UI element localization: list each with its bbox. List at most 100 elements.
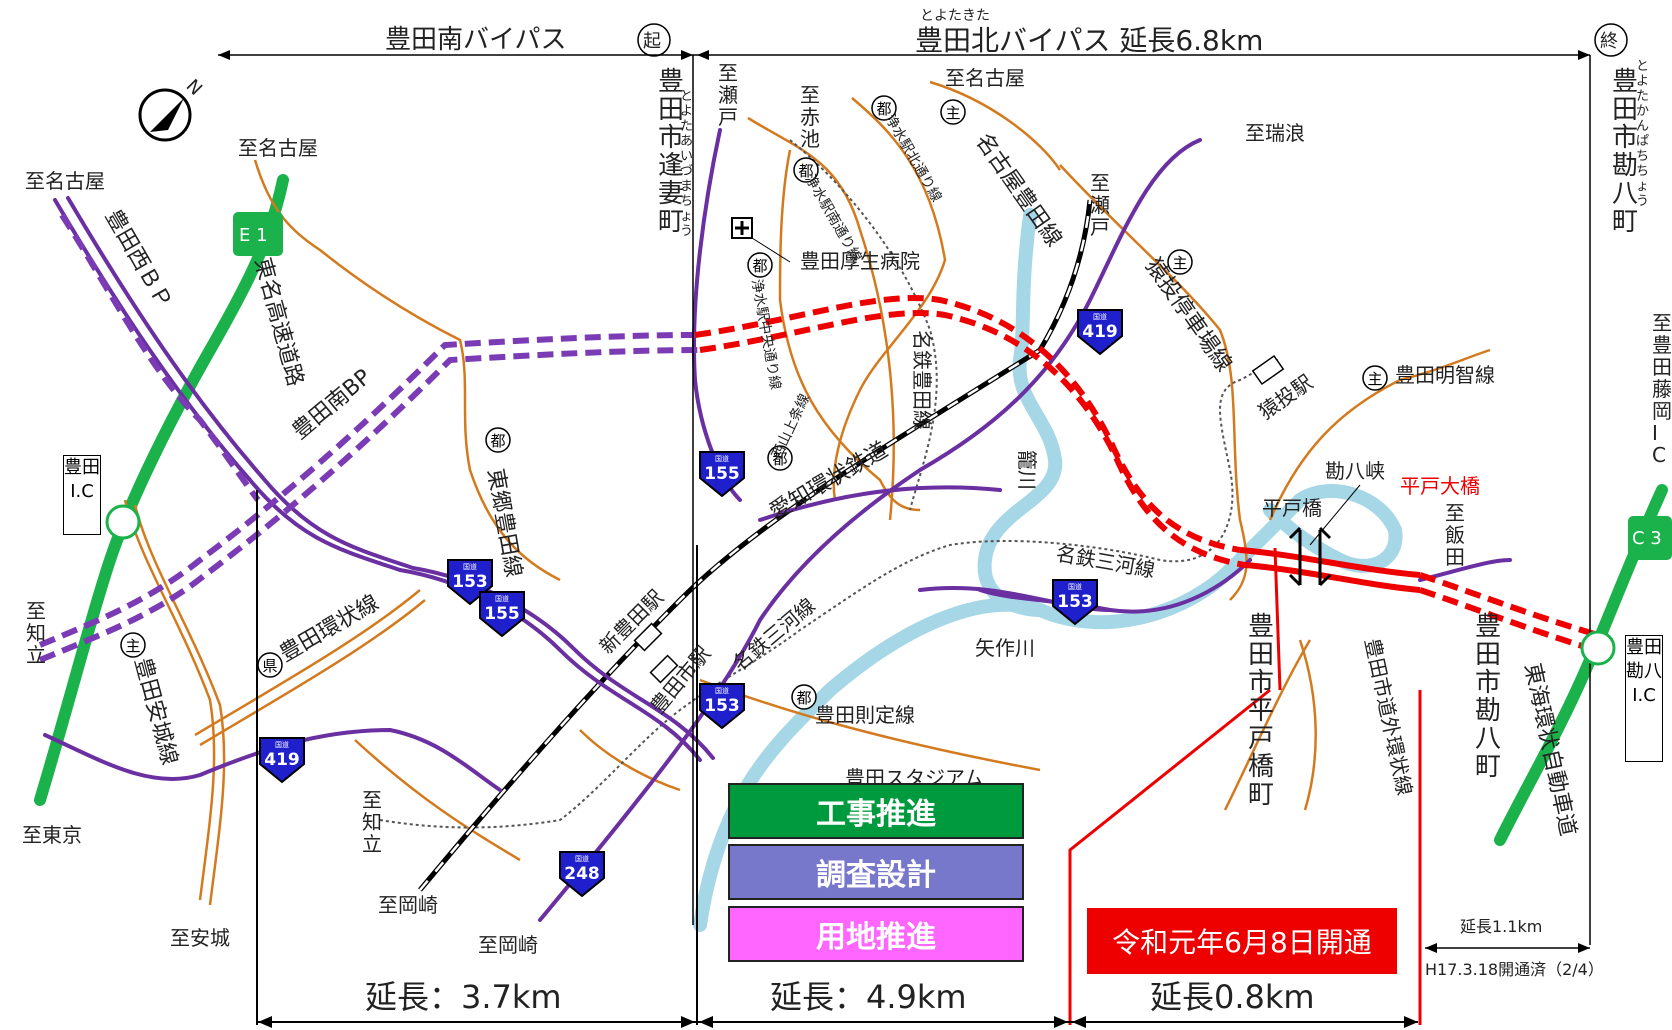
bridge-icon	[1288, 484, 1361, 587]
legend-survey-label: 調査設計	[816, 858, 936, 893]
route-number: 155	[484, 604, 520, 624]
to-akaike-label: 至赤池	[800, 83, 820, 151]
hospital-label: 豊田厚生病院	[800, 249, 920, 273]
north-bp-ruby: とよたきた	[920, 8, 990, 24]
to-nagoya-1: 至名古屋	[238, 136, 318, 160]
toyota-nishi-bp-label: 豊田西ＢＰ	[100, 206, 177, 314]
route-number: 419	[1082, 322, 1118, 342]
toyota-kita-bp-opened	[1068, 547, 1422, 1025]
segment-arrows	[218, 50, 1590, 1028]
start-mark: 起	[643, 31, 661, 52]
opened-label: 令和元年6月8日開通	[1112, 926, 1372, 959]
toyota-ic-box: 豊田I.C	[63, 455, 101, 535]
to-mizunami: 至瑞浪	[1245, 121, 1305, 145]
road-class-mark-icon: 都	[767, 445, 793, 471]
compass-icon	[138, 88, 192, 142]
road-class-mark: 都	[490, 432, 505, 450]
toyota-minami-bp	[38, 213, 701, 663]
shin-toyota-station-icon	[633, 622, 663, 652]
to-chiryu-1-label: 至知立	[26, 599, 46, 667]
to-chiryu-2-label: 至知立	[362, 788, 382, 856]
hiratobashi-label: 平戸橋	[1262, 496, 1322, 520]
to-okazaki-1: 至岡崎	[378, 893, 438, 917]
to-nagoya-3: 至名古屋	[945, 66, 1025, 90]
route-number: 155	[704, 464, 740, 484]
compass-label: N	[182, 75, 206, 99]
road-class-mark-icon: 主	[940, 99, 966, 125]
legend-construction-label: 工事推進	[816, 797, 936, 832]
road-class-mark: 都	[798, 162, 813, 180]
rail-aichi-kanjo	[418, 199, 1093, 892]
local-roads	[123, 80, 1491, 906]
toyota-meichi-label: 豊田明智線	[1395, 363, 1495, 387]
toyota-ic-icon	[105, 504, 141, 540]
road-class-mark-icon: 主	[1167, 249, 1193, 275]
kanpachi-ic-label: 豊田勘八I.C	[1626, 637, 1662, 706]
meitetsu-mikawa-1: 名鉄三河線	[1054, 541, 1157, 582]
seg2-label: 延長：4.9km	[770, 978, 967, 1016]
road-class-mark-icon: 主	[120, 632, 146, 658]
e1-badge	[233, 212, 283, 256]
yahagi-label: 矢作川	[975, 636, 1035, 660]
route-tag: 国道	[495, 594, 509, 603]
meitetsu-toyota-label: 名鉄豊田線	[910, 330, 934, 430]
road-class-mark-icon: 主	[1362, 365, 1388, 391]
kagokawa-label: 籠川	[1015, 450, 1039, 490]
to-seto-2-label: 至瀬戸	[1090, 171, 1110, 239]
river-yahagi	[693, 208, 1403, 932]
road-class-mark-icon: 都	[793, 157, 819, 183]
seg4-label: 延長1.1km	[1460, 917, 1542, 936]
route-number: 153	[452, 572, 488, 592]
opened-badge: 令和元年6月8日開通	[1087, 908, 1397, 974]
route-number: 419	[264, 750, 300, 770]
start-town-label: 豊田市逢妻町	[658, 67, 684, 237]
kanpachi-ic-icon	[1580, 630, 1616, 666]
seg3-label: 延長0.8km	[1150, 978, 1315, 1016]
road-class-mark: 都	[772, 450, 787, 468]
north-bp-title: 豊田北バイパス 延長6.8km	[915, 24, 1263, 57]
route-tag: 国道	[575, 854, 589, 863]
road-class-mark: 主	[1172, 254, 1187, 272]
road-class-mark: 都	[876, 100, 891, 118]
seg4-note: H17.3.18開通済（2/4）	[1425, 960, 1604, 979]
toyota-kita-bp-planned	[694, 295, 1599, 653]
toyota-ic-label: 豊田I.C	[64, 457, 100, 502]
segment-lines	[218, 54, 1591, 1025]
to-okazaki-2: 至岡崎	[478, 933, 538, 957]
legend-land-label: 用地推進	[816, 920, 936, 955]
kanpachi-ic-box: 豊田勘八I.C	[1625, 635, 1663, 762]
tomei-label: 東名高速道路	[249, 255, 307, 389]
south-bp-title: 豊田南バイパス	[385, 25, 566, 55]
road-class-mark: 主	[945, 104, 960, 122]
kanpachi-gorge-label: 勘八峡	[1325, 459, 1385, 483]
to-iida-label: 至飯田	[1445, 501, 1465, 569]
legend-land: 用地推進	[728, 906, 1024, 962]
end-town-ruby-label: とよたかんぱちちょう	[1636, 59, 1649, 209]
end-town-label: 豊田市勘八町	[1612, 67, 1638, 237]
route-tag: 国道	[463, 562, 477, 571]
jousui-kita-label: 浄水駅北通り線	[882, 112, 945, 205]
road-class-mark-icon: 都	[871, 95, 897, 121]
seg1-label: 延長：3.7km	[365, 978, 562, 1016]
to-anjo: 至安城	[170, 926, 230, 950]
route-tag: 国道	[1068, 582, 1082, 591]
route-tag: 国道	[715, 686, 729, 695]
hiratobashi-town-label: 豊田市平戸橋町	[1248, 612, 1274, 810]
road-class-mark-icon: 県	[257, 652, 283, 678]
route-number: 153	[704, 696, 740, 716]
sanage-station-icon	[1251, 354, 1285, 386]
road-class-mark: 県	[262, 657, 277, 675]
end-mark: 終	[1600, 31, 1618, 52]
sanage-teishajo-label: 猿投停車場線	[1140, 254, 1236, 376]
road-class-mark: 主	[125, 637, 140, 655]
road-class-mark-icon: 都	[485, 427, 511, 453]
route-number: 248	[564, 864, 600, 884]
road-class-mark-icon: 都	[747, 252, 773, 278]
